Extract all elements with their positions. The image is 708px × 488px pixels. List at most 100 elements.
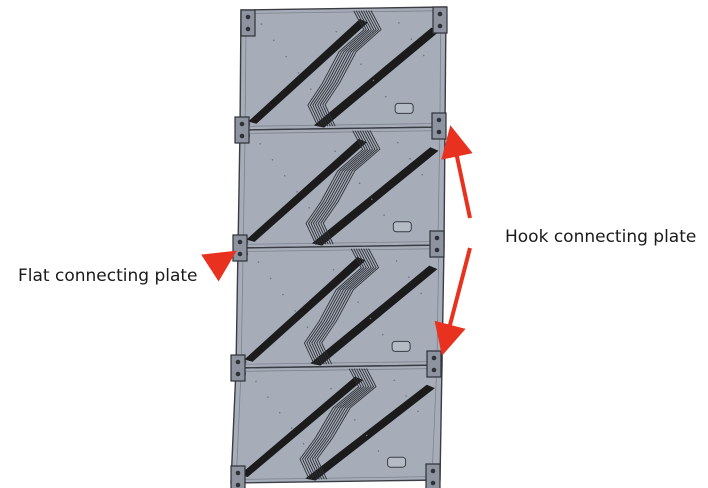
cable-line — [318, 248, 377, 365]
plate-screw — [430, 468, 436, 474]
connecting-plates — [230, 6, 448, 488]
plate-screw — [434, 247, 440, 253]
diagonal-stripe — [244, 257, 366, 362]
screw-hole — [385, 95, 387, 98]
screw-hole — [395, 260, 398, 262]
diagonal-stripe — [305, 384, 435, 481]
cable-line — [322, 130, 381, 245]
plate-body — [232, 234, 248, 262]
plate-body — [234, 116, 250, 144]
cable-line — [316, 368, 377, 480]
plate-screw — [437, 11, 443, 17]
screw-hole — [278, 411, 281, 414]
cable-line — [303, 248, 362, 365]
diagonal-stripe — [246, 138, 367, 242]
screw-hole — [365, 434, 368, 437]
screw-hole — [421, 173, 424, 176]
plate-body — [426, 350, 442, 378]
cable-line — [311, 248, 370, 365]
cable-line — [316, 248, 375, 365]
screw-hole — [296, 191, 298, 193]
diagonal-stripe — [313, 27, 440, 128]
screw-hole — [269, 277, 272, 280]
plate-screw — [431, 367, 437, 373]
screw-hole — [271, 159, 274, 161]
cable-line — [314, 368, 375, 480]
diagonal-stripe — [248, 19, 368, 124]
plate-body — [230, 354, 246, 382]
hook-connecting-plate — [431, 112, 447, 140]
plate-screw — [237, 239, 243, 245]
screw-hole — [310, 88, 312, 90]
hook-plate-arrow-down — [434, 247, 472, 356]
screw-hole — [397, 141, 399, 144]
plate-screw — [436, 117, 442, 123]
hook-connecting-plate — [429, 230, 445, 258]
screw-hole — [369, 317, 372, 320]
cable-bundle — [299, 368, 377, 480]
screw-hole — [360, 63, 362, 65]
cable-line — [322, 10, 380, 127]
plate-screw — [431, 355, 437, 361]
corner-plate — [432, 6, 448, 34]
cabinet-3 — [235, 244, 445, 369]
cable-line — [324, 10, 382, 127]
plate-screw — [430, 480, 436, 486]
screw-hole — [398, 22, 400, 24]
cable-line — [306, 368, 367, 480]
cable-line — [317, 10, 375, 127]
screw-hole — [257, 261, 260, 263]
screw-hole — [297, 72, 300, 74]
cabinet-panel — [230, 364, 443, 484]
plate-screw — [245, 14, 251, 20]
cable-line — [309, 368, 370, 480]
screw-hole — [408, 276, 410, 278]
cable-line — [309, 10, 367, 127]
screw-hole — [409, 157, 411, 160]
cable-line — [313, 248, 372, 365]
plate-screw — [239, 133, 245, 139]
flat-connecting-plate-label: Flat connecting plate — [18, 266, 198, 286]
screw-hole — [330, 387, 332, 390]
plate-screw — [436, 129, 442, 135]
screw-hole — [422, 54, 425, 57]
plate-screw — [245, 26, 251, 32]
screw-hole — [420, 292, 422, 295]
cable-line — [321, 248, 380, 365]
cable-line — [307, 130, 366, 245]
screw-hole — [383, 214, 385, 216]
screw-hole — [255, 380, 257, 383]
cable-line — [315, 130, 374, 245]
cable-line — [301, 368, 362, 480]
cable-line — [319, 10, 377, 127]
screw-hole — [372, 79, 375, 82]
plate-screw — [239, 121, 245, 127]
screw-hole — [306, 326, 309, 328]
screw-hole — [260, 23, 263, 25]
cable-line — [304, 368, 365, 480]
screw-hole — [357, 301, 359, 303]
flat-plate-arrow — [201, 250, 237, 282]
screw-hole — [345, 285, 347, 287]
screw-hole — [283, 175, 286, 177]
cable-bundle — [305, 130, 381, 245]
plate-screw — [437, 23, 443, 29]
screw-hole — [272, 39, 275, 42]
cable-line — [320, 130, 378, 245]
screw-hole — [335, 30, 338, 33]
screw-hole — [417, 410, 419, 413]
screw-hole — [405, 395, 407, 397]
plate-body — [230, 465, 246, 488]
cable-line — [311, 368, 372, 480]
screw-hole — [294, 310, 297, 312]
cable-line — [306, 248, 365, 365]
cabinet-stack — [230, 6, 447, 484]
screw-hole — [371, 198, 373, 201]
handle-slot — [392, 221, 412, 233]
handle-slot — [391, 340, 411, 352]
plate-screw — [235, 470, 241, 476]
screw-hole — [322, 104, 325, 107]
plate-screw — [237, 251, 243, 257]
diagonal-stripe — [310, 265, 438, 366]
